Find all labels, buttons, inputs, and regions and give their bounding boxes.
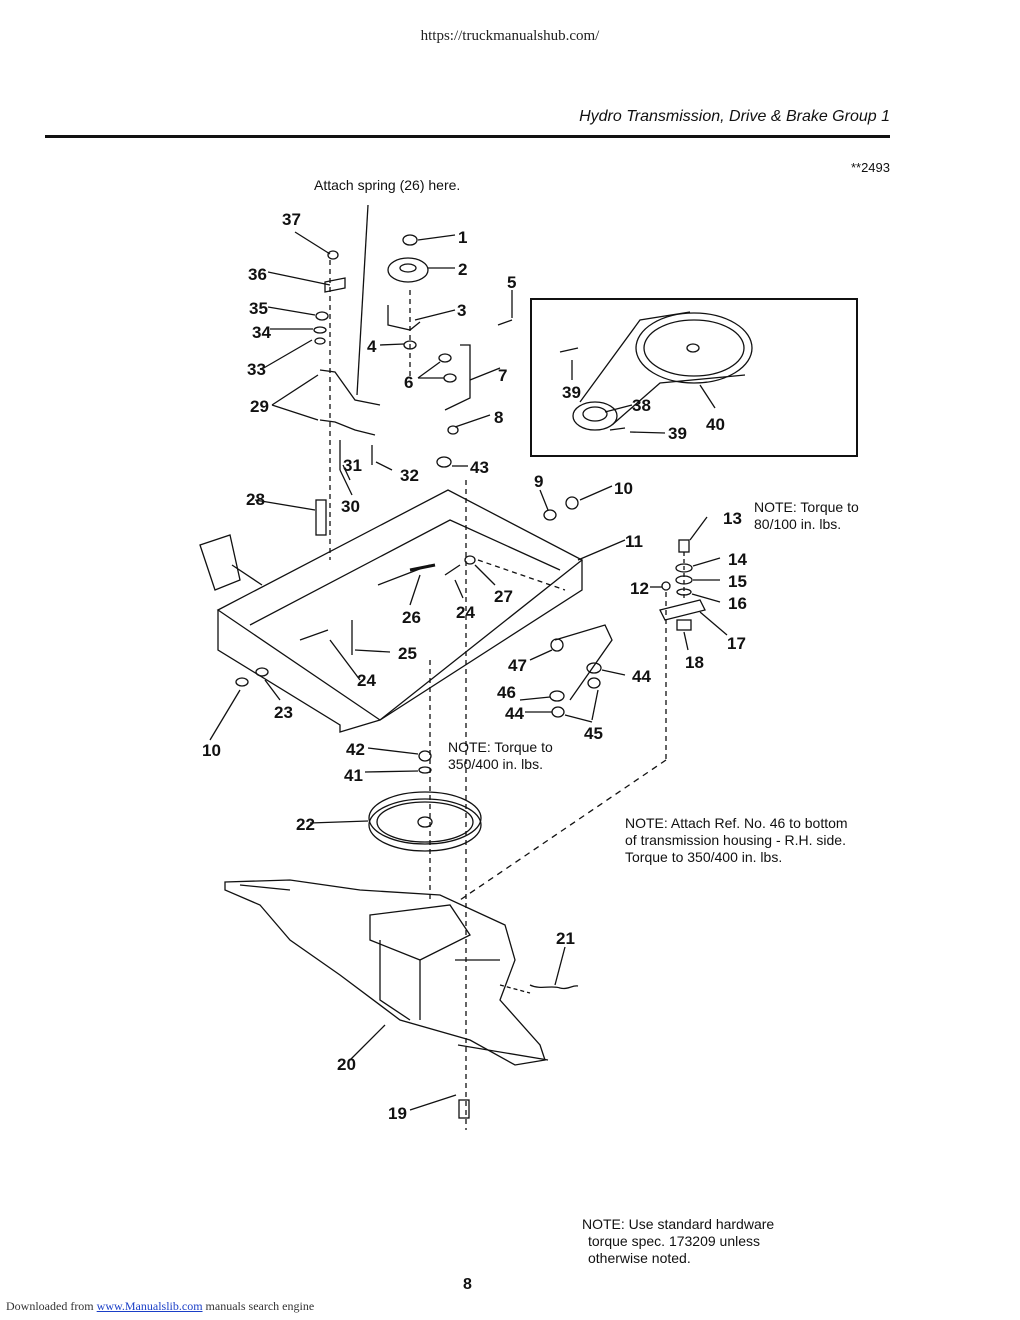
callout-15: 15: [728, 572, 747, 591]
note-torque-80-line1: NOTE: Torque to: [754, 499, 859, 515]
note-standard-line1: NOTE: Use standard hardware: [582, 1216, 775, 1232]
note-attach-spring: Attach spring (26) here.: [314, 177, 461, 193]
callout-39-right: 39: [668, 424, 687, 443]
callout-10-top: 10: [614, 479, 633, 498]
callout-41: 41: [344, 766, 363, 785]
note-torque-80: NOTE: Torque to 80/100 in. lbs.: [754, 499, 859, 533]
footer-suffix: manuals search engine: [205, 1299, 315, 1313]
note-torque-350-line2: 350/400 in. lbs.: [448, 756, 543, 772]
callout-24-upper: 24: [456, 603, 475, 622]
callout-1: 1: [458, 228, 467, 247]
callout-43: 43: [470, 458, 489, 477]
callout-7: 7: [498, 366, 507, 385]
note-standard-line3: otherwise noted.: [588, 1250, 691, 1266]
callout-20: 20: [337, 1055, 356, 1074]
callout-44-left: 44: [505, 704, 524, 723]
callout-16: 16: [728, 594, 747, 613]
callout-14: 14: [728, 550, 747, 569]
callout-35: 35: [249, 299, 268, 318]
callout-38: 38: [632, 396, 651, 415]
callout-22: 22: [296, 815, 315, 834]
callout-8: 8: [494, 408, 503, 427]
note-attach-ref-line3: Torque to 350/400 in. lbs.: [625, 849, 783, 865]
footer: Downloaded from www.Manualslib.com manua…: [6, 1299, 314, 1314]
note-torque-80-line2: 80/100 in. lbs.: [754, 516, 842, 532]
callout-11: 11: [625, 532, 643, 551]
footer-prefix: Downloaded from: [6, 1299, 94, 1313]
callout-44-right: 44: [632, 667, 651, 686]
footer-link[interactable]: www.Manualslib.com: [96, 1299, 203, 1313]
callout-10-bottom: 10: [202, 741, 221, 760]
source-url: https://truckmanualshub.com/: [420, 28, 600, 44]
callout-25: 25: [398, 644, 417, 663]
callout-30: 30: [341, 497, 360, 516]
callout-3: 3: [457, 301, 466, 320]
callout-32: 32: [400, 466, 419, 485]
page-number: 8: [463, 1276, 472, 1293]
diagram-code: **2493: [850, 160, 890, 175]
callout-17: 17: [727, 634, 746, 653]
callout-9: 9: [534, 472, 543, 491]
callout-12: 12: [630, 579, 649, 598]
callout-28: 28: [246, 490, 265, 509]
note-attach-ref-line2: of transmission housing - R.H. side.: [625, 832, 846, 848]
callout-23: 23: [274, 703, 293, 722]
note-standard-torque: NOTE: Use standard hardware torque spec.…: [582, 1216, 774, 1267]
callout-42: 42: [346, 740, 365, 759]
note-attach-ref-46: NOTE: Attach Ref. No. 46 to bottom of tr…: [625, 815, 848, 866]
callout-40: 40: [706, 415, 725, 434]
callout-4: 4: [367, 337, 377, 356]
note-attach-ref-line1: NOTE: Attach Ref. No. 46 to bottom: [625, 815, 848, 831]
callout-31: 31: [343, 456, 362, 475]
callout-27: 27: [494, 587, 513, 606]
note-torque-350-line1: NOTE: Torque to: [448, 739, 553, 755]
callout-24-lower: 24: [357, 671, 376, 690]
section-title: Hydro Transmission, Drive & Brake Group …: [579, 108, 890, 125]
callout-21: 21: [556, 929, 575, 948]
callout-5: 5: [507, 273, 516, 292]
callout-39-left: 39: [562, 383, 581, 402]
callout-2: 2: [458, 260, 467, 279]
callout-19: 19: [388, 1104, 407, 1123]
callout-45: 45: [584, 724, 603, 743]
callout-26: 26: [402, 608, 421, 627]
note-torque-350: NOTE: Torque to 350/400 in. lbs.: [448, 739, 553, 773]
callout-33: 33: [247, 360, 266, 379]
callout-47: 47: [508, 656, 527, 675]
callout-numbers: 1 2 3 4 5 6 7 8 9 10 10 11 12 13 14 15 1…: [202, 210, 747, 1123]
callout-36: 36: [248, 265, 267, 284]
callout-34: 34: [252, 323, 271, 342]
callout-46: 46: [497, 683, 516, 702]
callout-29: 29: [250, 397, 269, 416]
callout-13: 13: [723, 509, 742, 528]
header-rule: [45, 135, 890, 138]
callout-18: 18: [685, 653, 704, 672]
callout-6: 6: [404, 373, 413, 392]
callout-37: 37: [282, 210, 301, 229]
note-standard-line2: torque spec. 173209 unless: [588, 1233, 761, 1249]
diagram-linework: [199, 204, 858, 1130]
